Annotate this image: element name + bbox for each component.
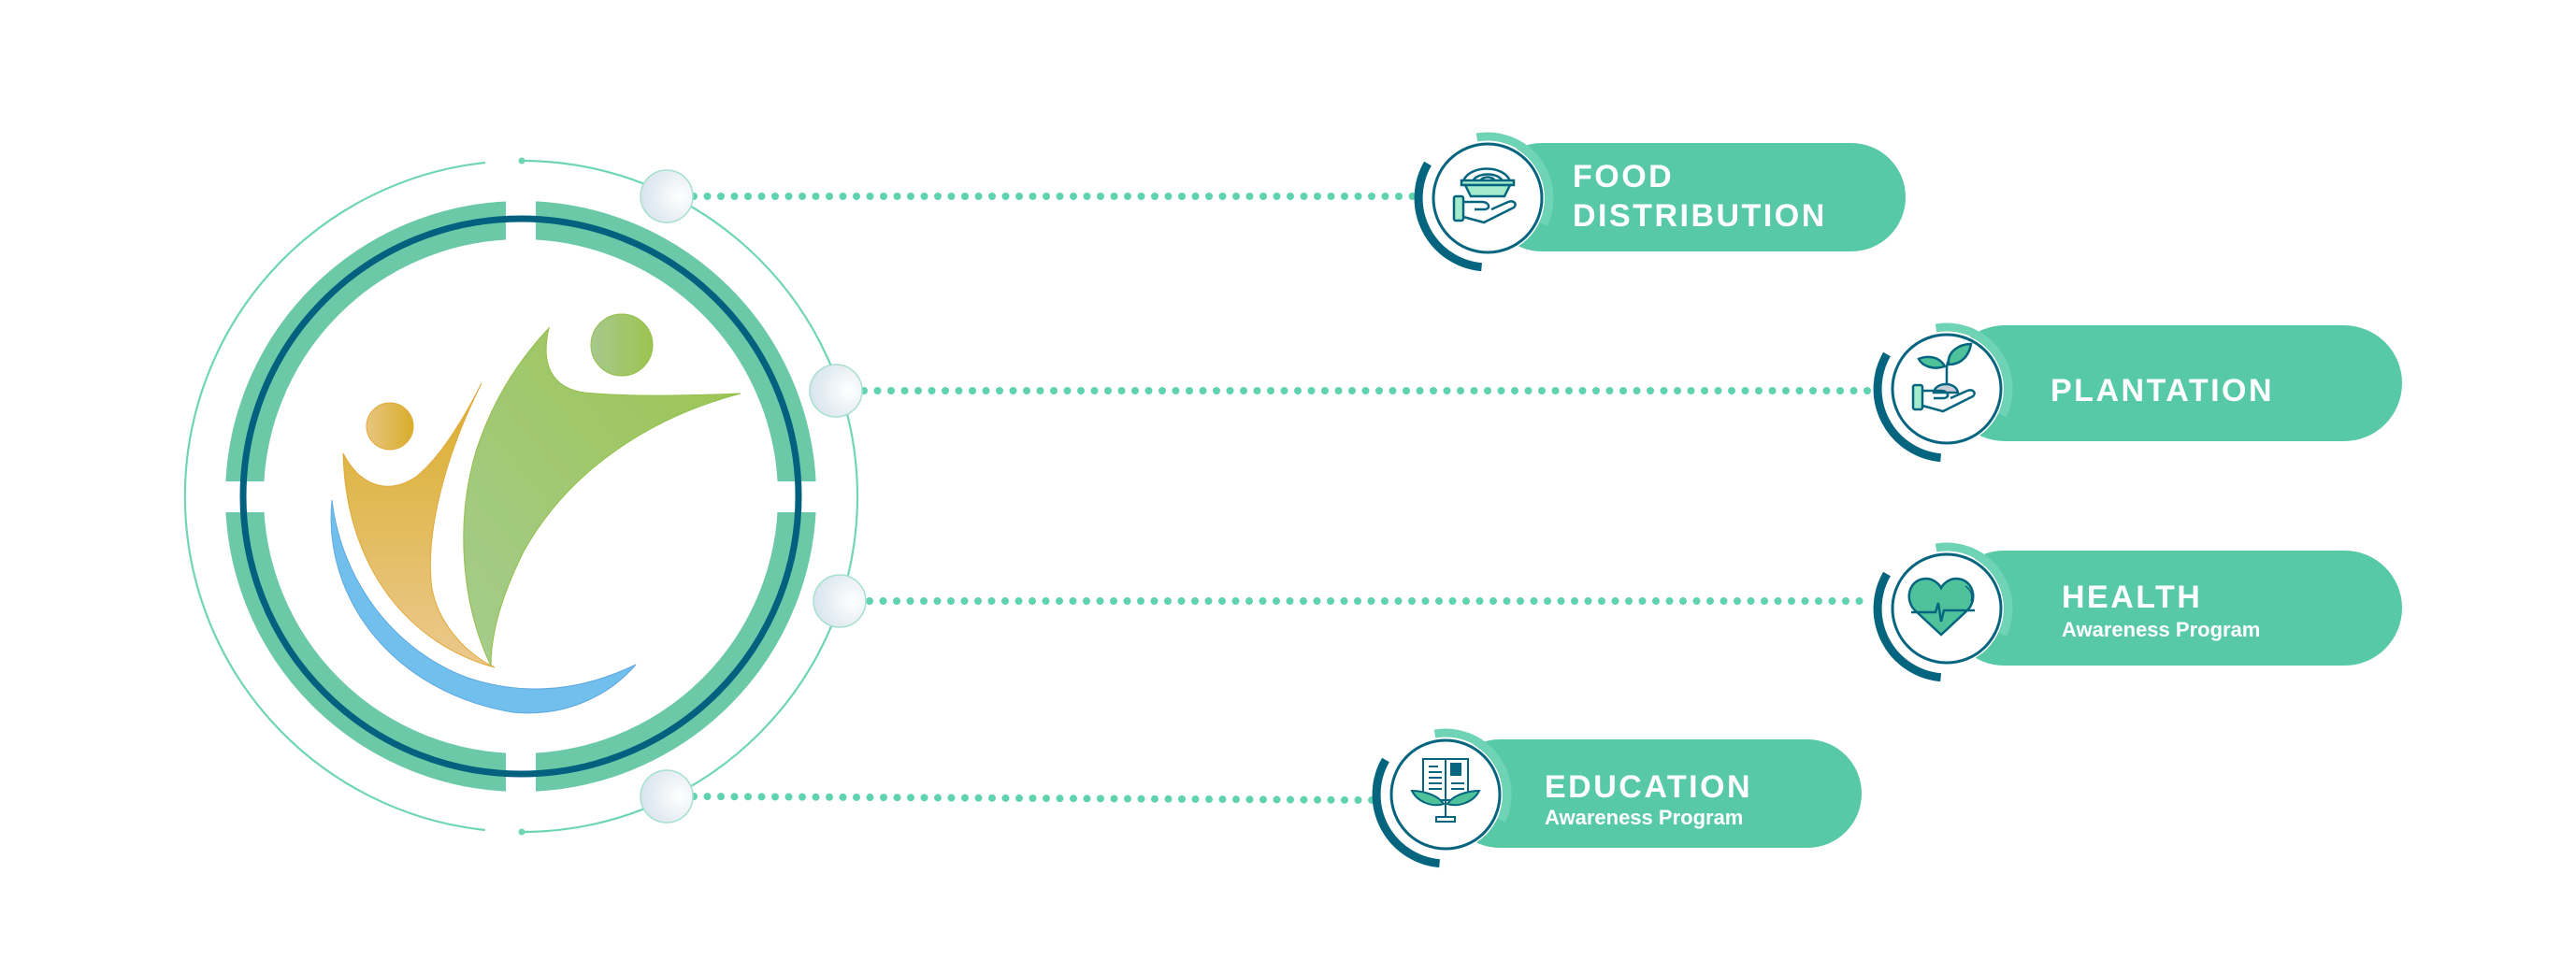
- blue-swoosh: [330, 499, 637, 714]
- heart-pulse-icon: [1907, 577, 1975, 637]
- food-title-line1: FOOD: [1573, 159, 1674, 194]
- dark-inner-ring: [239, 215, 802, 778]
- plantation-title: PLANTATION: [2051, 373, 2274, 408]
- item-food-distribution[interactable]: FOOD DISTRIBUTION: [1414, 132, 1906, 272]
- hand-plant-icon: [1911, 342, 1976, 413]
- pill-education: [1446, 739, 1862, 848]
- health-title: HEALTH: [2062, 580, 2202, 615]
- pill-health: [1947, 551, 2402, 666]
- green-figure: [463, 326, 741, 666]
- health-subtitle: Awareness Program: [2062, 618, 2260, 641]
- node-education[interactable]: [640, 769, 694, 824]
- node-health[interactable]: [813, 574, 867, 628]
- ring-end-dot: [518, 157, 525, 165]
- outer-thin-ring-left: [183, 161, 486, 832]
- node-plantation[interactable]: [809, 364, 863, 418]
- orange-figure: [342, 382, 496, 668]
- ring-end-dot: [518, 828, 525, 836]
- people-logo: [330, 313, 741, 714]
- pill-plantation: [1947, 325, 2402, 441]
- logo-emblem: [183, 157, 867, 836]
- education-title: EDUCATION: [1545, 769, 1752, 805]
- orange-head: [366, 402, 414, 451]
- connector-education: [690, 793, 1378, 804]
- green-head: [590, 313, 654, 377]
- food-title-line2: DISTRIBUTION: [1573, 198, 1827, 234]
- item-health-awareness[interactable]: HEALTH Awareness Program: [1873, 542, 2402, 682]
- item-education-awareness[interactable]: EDUCATION Awareness Program: [1372, 728, 1862, 868]
- connector-nodes: [640, 169, 867, 824]
- education-subtitle: Awareness Program: [1545, 806, 1743, 829]
- item-plantation[interactable]: PLANTATION: [1873, 322, 2402, 463]
- pill-food: [1488, 143, 1906, 251]
- hand-food-bowl-icon: [1452, 167, 1517, 224]
- book-plant-icon: [1410, 758, 1481, 823]
- connector-lines: [690, 193, 1876, 804]
- node-food[interactable]: [640, 169, 694, 223]
